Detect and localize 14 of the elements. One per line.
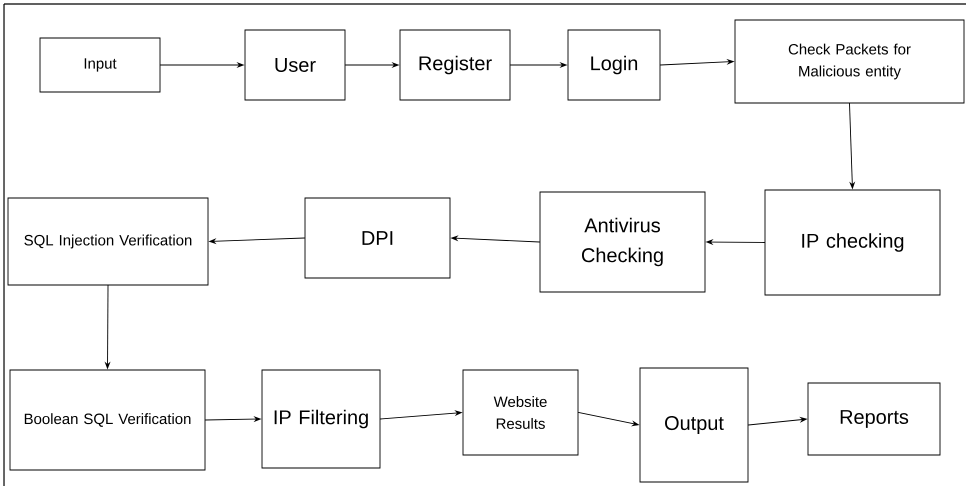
process-box: Website Results [462,370,578,456]
process-box: User [244,30,346,100]
process-box: Output [640,368,748,482]
process-box: Check Packets for Malicious entity [734,20,964,104]
process-box: IP Filtering [262,370,380,468]
process-box: IP checking [764,190,940,296]
process-box: Antivirus Checking [540,192,706,292]
process-box: Register [400,30,510,100]
process-box: DPI [304,198,450,278]
process-box: Login [568,30,660,100]
process-box: Input [40,38,160,92]
process-box: SQL Injection Verification [8,198,208,286]
process-box: Reports [808,382,940,456]
process-box: Boolean SQL Verification [10,370,206,470]
